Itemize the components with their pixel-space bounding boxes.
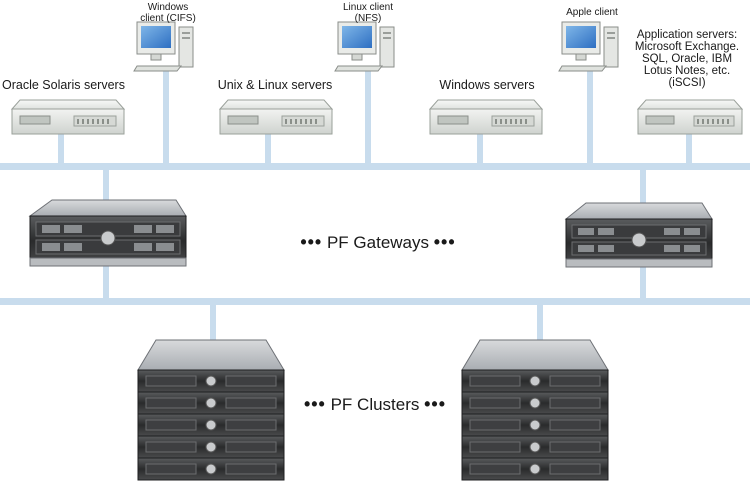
linux-client-workstation — [334, 21, 395, 72]
windows-client-label: Windows client (CIFS) — [128, 2, 208, 24]
cluster-left-unit-4 — [137, 435, 285, 459]
windows-client-workstation — [133, 21, 194, 72]
clusters-ellipsis-left: ••• — [303, 394, 326, 414]
cluster-left-unit-1 — [137, 369, 285, 393]
pf-gateway-left — [28, 199, 187, 267]
cluster-left-unit-5 — [137, 457, 285, 481]
app-servers-line2: Microsoft Exchange. — [634, 41, 740, 53]
link-windows-server — [477, 134, 483, 165]
link-gateway-left-down — [103, 263, 109, 300]
app-servers-line3: SQL, Oracle, IBM — [641, 53, 733, 65]
linux-client-label-line2: (NFS) — [354, 13, 382, 24]
link-windows-client — [163, 70, 169, 165]
link-linux-client — [365, 70, 371, 165]
pf-clusters-caption: ••• PF Clusters ••• — [290, 394, 460, 415]
link-gateway-right-down — [640, 263, 646, 300]
solaris-servers-label: Oracle Solaris servers — [2, 78, 125, 92]
link-apple-client — [587, 70, 593, 165]
gateways-ellipsis-left: ••• — [300, 232, 323, 252]
apple-client-label: Apple client — [566, 7, 618, 18]
upper-network-bus — [0, 163, 750, 170]
linux-client-label: Linux client (NFS) — [328, 2, 408, 24]
link-app-server — [686, 134, 692, 165]
link-gateway-left-up — [103, 170, 109, 202]
link-solaris-server — [58, 134, 64, 165]
windows-client-label-line1: Windows — [147, 2, 189, 13]
pf-gateways-caption: ••• PF Gateways ••• — [288, 232, 468, 253]
cluster-right-unit-3 — [461, 413, 609, 437]
app-servers-line4: Lotus Notes, etc. — [643, 65, 731, 77]
pf-cluster-right — [461, 339, 609, 481]
cluster-right-unit-1 — [461, 369, 609, 393]
cluster-right-unit-5 — [461, 457, 609, 481]
cluster-left-unit-3 — [137, 413, 285, 437]
clusters-ellipsis-right: ••• — [424, 394, 447, 414]
link-cluster-left — [210, 305, 216, 343]
application-servers-label: Application servers: Microsoft Exchange.… — [626, 29, 748, 89]
pf-clusters-label: PF Clusters — [330, 395, 420, 414]
pf-gateways-label: PF Gateways — [326, 233, 430, 252]
application-server — [636, 99, 744, 135]
lower-network-bus — [0, 298, 750, 305]
windows-server — [428, 99, 544, 135]
linux-client-label-line1: Linux client — [342, 2, 394, 13]
gateways-ellipsis-right: ••• — [433, 232, 456, 252]
cluster-left-unit-2 — [137, 391, 285, 415]
windows-servers-label: Windows servers — [439, 78, 535, 92]
pf-gateway-right — [564, 202, 713, 268]
link-cluster-right — [537, 305, 543, 343]
unix-linux-server — [218, 99, 334, 135]
cluster-right-unit-4 — [461, 435, 609, 459]
link-gateway-right-up — [640, 170, 646, 205]
network-lines — [0, 70, 750, 343]
pf-cluster-left — [137, 339, 285, 481]
oracle-solaris-server — [10, 99, 126, 135]
windows-client-label-line2: client (CIFS) — [140, 13, 196, 24]
app-servers-line1: Application servers: — [636, 29, 738, 41]
cluster-right-unit-2 — [461, 391, 609, 415]
app-servers-line5: (iSCSI) — [668, 77, 706, 89]
link-unix-server — [265, 134, 271, 165]
unix-linux-servers-label: Unix & Linux servers — [217, 78, 333, 92]
apple-client-workstation — [558, 21, 619, 72]
